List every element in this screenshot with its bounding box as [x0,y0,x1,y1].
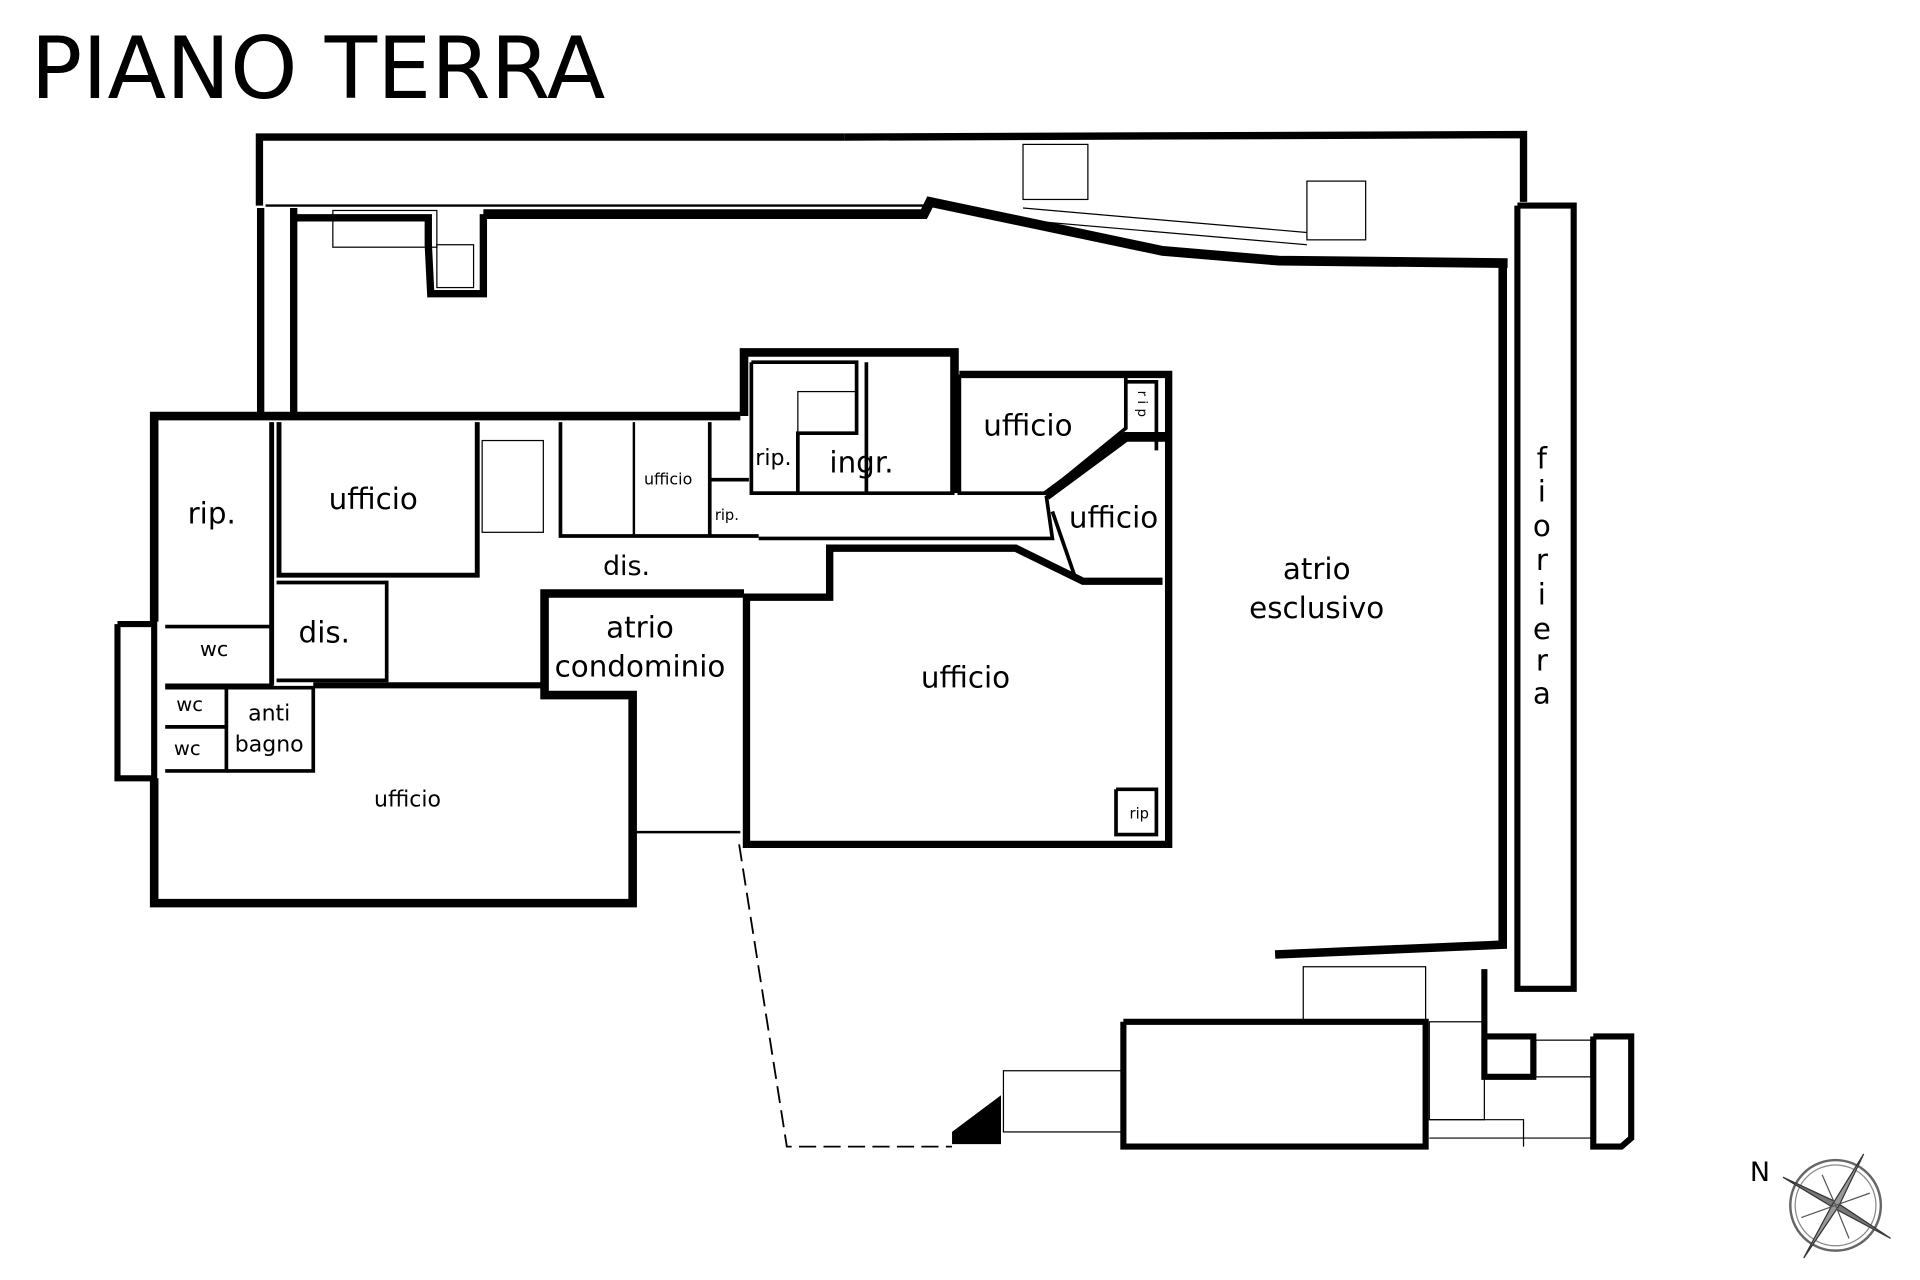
room-rip-corner: rip [1130,806,1149,823]
fioriera-letter: f [1537,442,1548,476]
room-dis-center: dis. [603,551,650,582]
room-ufficio-1: ufficio [329,482,418,516]
room-ufficio-large: ufficio [921,661,1010,695]
room-rip-left: rip. [188,497,236,531]
fioriera-letter: e [1533,612,1551,646]
plan-title: PIANO TERRA [31,19,606,119]
room-antibagno-1: anti [248,702,290,727]
fioriera-letter: o [1533,509,1551,543]
compass-icon: N [1750,1153,1891,1259]
room-ufficio-small: ufficio [644,470,692,489]
room-ufficio-top-right: ufficio [983,409,1072,443]
compass-north-label: N [1750,1157,1770,1188]
room-wc-3: wc [174,737,201,760]
room-labels: rip. ufficio ufficio rip. rip. ingr. uff… [174,391,1551,823]
room-wc-1: wc [200,637,228,661]
room-atrio-esclusivo-2: esclusivo [1249,591,1384,625]
room-atrio-condominio-2: condominio [555,650,726,684]
room-atrio-esclusivo-1: atrio [1283,552,1351,586]
room-atrio-condominio-1: atrio [606,611,674,645]
room-wc-2: wc [176,693,203,716]
room-dis-left: dis. [299,615,350,649]
room-fioriera: f i o r i e r a [1533,442,1551,711]
fioriera-letter: r [1536,543,1549,577]
fioriera-letter: r [1536,644,1549,678]
room-ufficio-bottom: ufficio [374,787,441,812]
stairs [332,143,1592,1147]
room-rip-vertical: r i p [1134,391,1149,417]
fioriera-letter: i [1538,578,1546,612]
room-ufficio-angled: ufficio [1069,500,1158,534]
fioriera-letter: a [1533,677,1551,711]
fioriera-letter: i [1538,475,1546,509]
room-rip-small: rip. [715,507,739,524]
room-ingr: ingr. [829,445,893,479]
room-rip-stair: rip. [755,446,791,471]
room-antibagno-2: bagno [235,732,304,757]
